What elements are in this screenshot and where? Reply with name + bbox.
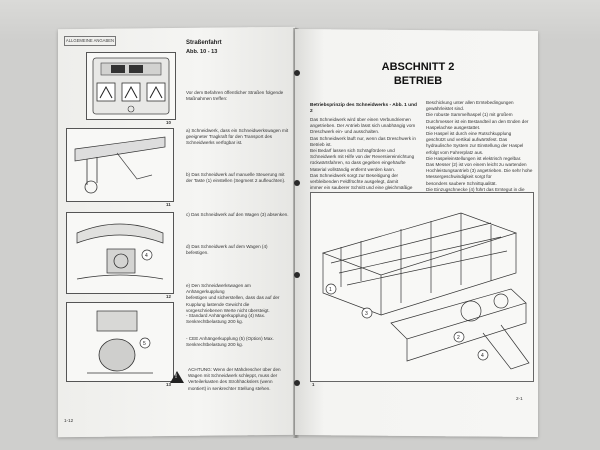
- figure-header-drawing: 1 3 2 4: [310, 192, 534, 382]
- figure-number-13: 13: [166, 382, 171, 387]
- figure-number-12: 12: [166, 294, 171, 299]
- cee-hitch: - CEE Anhängerkupplung (5) (Option) Max.…: [186, 336, 274, 348]
- figure-control-panel: [86, 52, 176, 120]
- header-tab: ALLGEMEINE ANGABEN: [64, 36, 116, 46]
- control-panel-drawing: [92, 57, 170, 115]
- figure-hitch: 5: [66, 302, 174, 382]
- figure-header-lift: [66, 128, 174, 202]
- figure-header-trailer: 4: [66, 212, 174, 294]
- svg-text:3: 3: [365, 311, 368, 317]
- svg-text:4: 4: [145, 253, 148, 259]
- right-column-1: Das Schneidwerk wird über einen Verbundr…: [310, 117, 416, 191]
- step-e: e) Den Schneidwerkswagen am Anhängerkupp…: [186, 283, 280, 313]
- svg-text:5: 5: [143, 341, 146, 347]
- header-drawing: 1 3 2 4: [321, 212, 530, 370]
- figure-number-11: 11: [166, 202, 171, 207]
- svg-text:1: 1: [329, 287, 332, 293]
- left-page-number: 1-12: [64, 418, 74, 423]
- svg-text:2: 2: [457, 335, 460, 341]
- left-section-ref: Abb. 10 - 13: [186, 49, 218, 55]
- step-b: b) Das Schneidwerk auf manuelle Steuerun…: [186, 172, 286, 184]
- step-c: c) Das Schneidwerk auf den Wagen (3) abs…: [186, 212, 289, 217]
- warning-icon: [170, 371, 184, 383]
- step-d: d) Das Schneidwerk auf dem Wagen (4) bef…: [186, 244, 268, 256]
- svg-text:4: 4: [481, 353, 484, 359]
- binder-hole-1: [294, 70, 300, 76]
- binder-hole-4: [294, 380, 300, 386]
- section-title-line-1: ABSCHNITT 2: [381, 61, 455, 73]
- binder-hole-3: [294, 272, 300, 278]
- lift-drawing: [74, 136, 166, 194]
- trailer-drawing: 4: [76, 223, 164, 280]
- left-section-title: Straßenfahrt: [186, 40, 222, 46]
- section-title-line-2: BETRIEB: [393, 75, 443, 87]
- figure-number-10: 10: [166, 120, 171, 125]
- hitch-drawing: 5: [87, 310, 153, 374]
- left-intro: Vor dem Befahren öffentlicher Straßen fo…: [186, 90, 284, 102]
- standard-hitch: - Standard Anhängerkupplung (4) Max. Sen…: [186, 313, 266, 325]
- right-page-number: 2-1: [516, 396, 523, 401]
- warning-text: ACHTUNG: Wenn der Mähdrescher über den W…: [188, 367, 281, 391]
- step-a: a) Schneidwerk, dass ein Schneidwerkswag…: [186, 128, 289, 146]
- binder-hole-2: [294, 180, 300, 186]
- right-bold-heading: Betriebsprinzip des Schneidwerks - Abb. …: [310, 103, 417, 115]
- warning-mark-icon: !: [175, 374, 177, 380]
- figure-number-1: 1: [312, 382, 315, 387]
- right-section-title: ABSCHNITT 2 BETRIEB: [348, 60, 488, 88]
- right-column-2: Beschickung unter allen Erntebedingungen…: [426, 100, 533, 204]
